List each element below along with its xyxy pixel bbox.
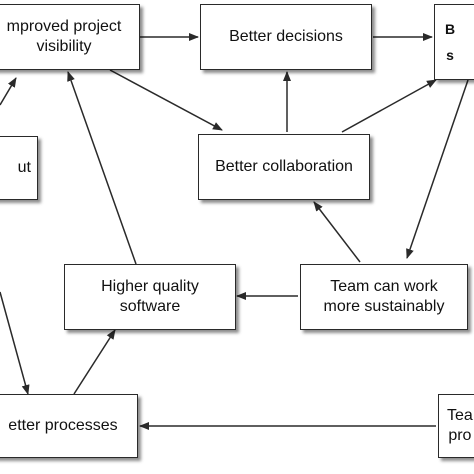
edge-processes-to-quality [73, 329, 116, 395]
edge-top-right-to-team [406, 79, 469, 259]
node-team-can-work-more-sustainably: Team can work more sustainably [300, 264, 468, 330]
edge-left-to-processes [0, 291, 30, 395]
node-label: Tea pro [447, 407, 473, 444]
node-label: Higher quality software [101, 278, 199, 315]
edge-quality-to-visibility [67, 71, 137, 265]
node-label: Better decisions [229, 28, 343, 45]
edge-collaboration-to-top-right [341, 79, 437, 133]
edge-visibility-to-collaboration [109, 69, 223, 131]
node-better-processes: etter processes [0, 394, 138, 458]
node-label: mproved project visibility [6, 18, 122, 55]
node-bottom-right-partial: Tea pro [438, 394, 474, 458]
node-better-decisions: Better decisions [200, 4, 372, 70]
node-label: ut [17, 159, 31, 176]
node-label: B s [445, 20, 456, 63]
edge-team-to-collaboration [313, 201, 361, 263]
node-label: etter processes [8, 417, 118, 434]
node-label: Better collaboration [215, 158, 353, 175]
edge-left-mid-to-visibility [0, 77, 17, 106]
node-label: Team can work more sustainably [323, 278, 445, 315]
node-higher-quality-software: Higher quality software [64, 264, 236, 330]
node-improved-project-visibility: mproved project visibility [0, 4, 140, 70]
node-top-right-partial: B s [434, 4, 474, 80]
node-better-collaboration: Better collaboration [198, 134, 370, 200]
node-left-partial: ut [0, 136, 38, 200]
